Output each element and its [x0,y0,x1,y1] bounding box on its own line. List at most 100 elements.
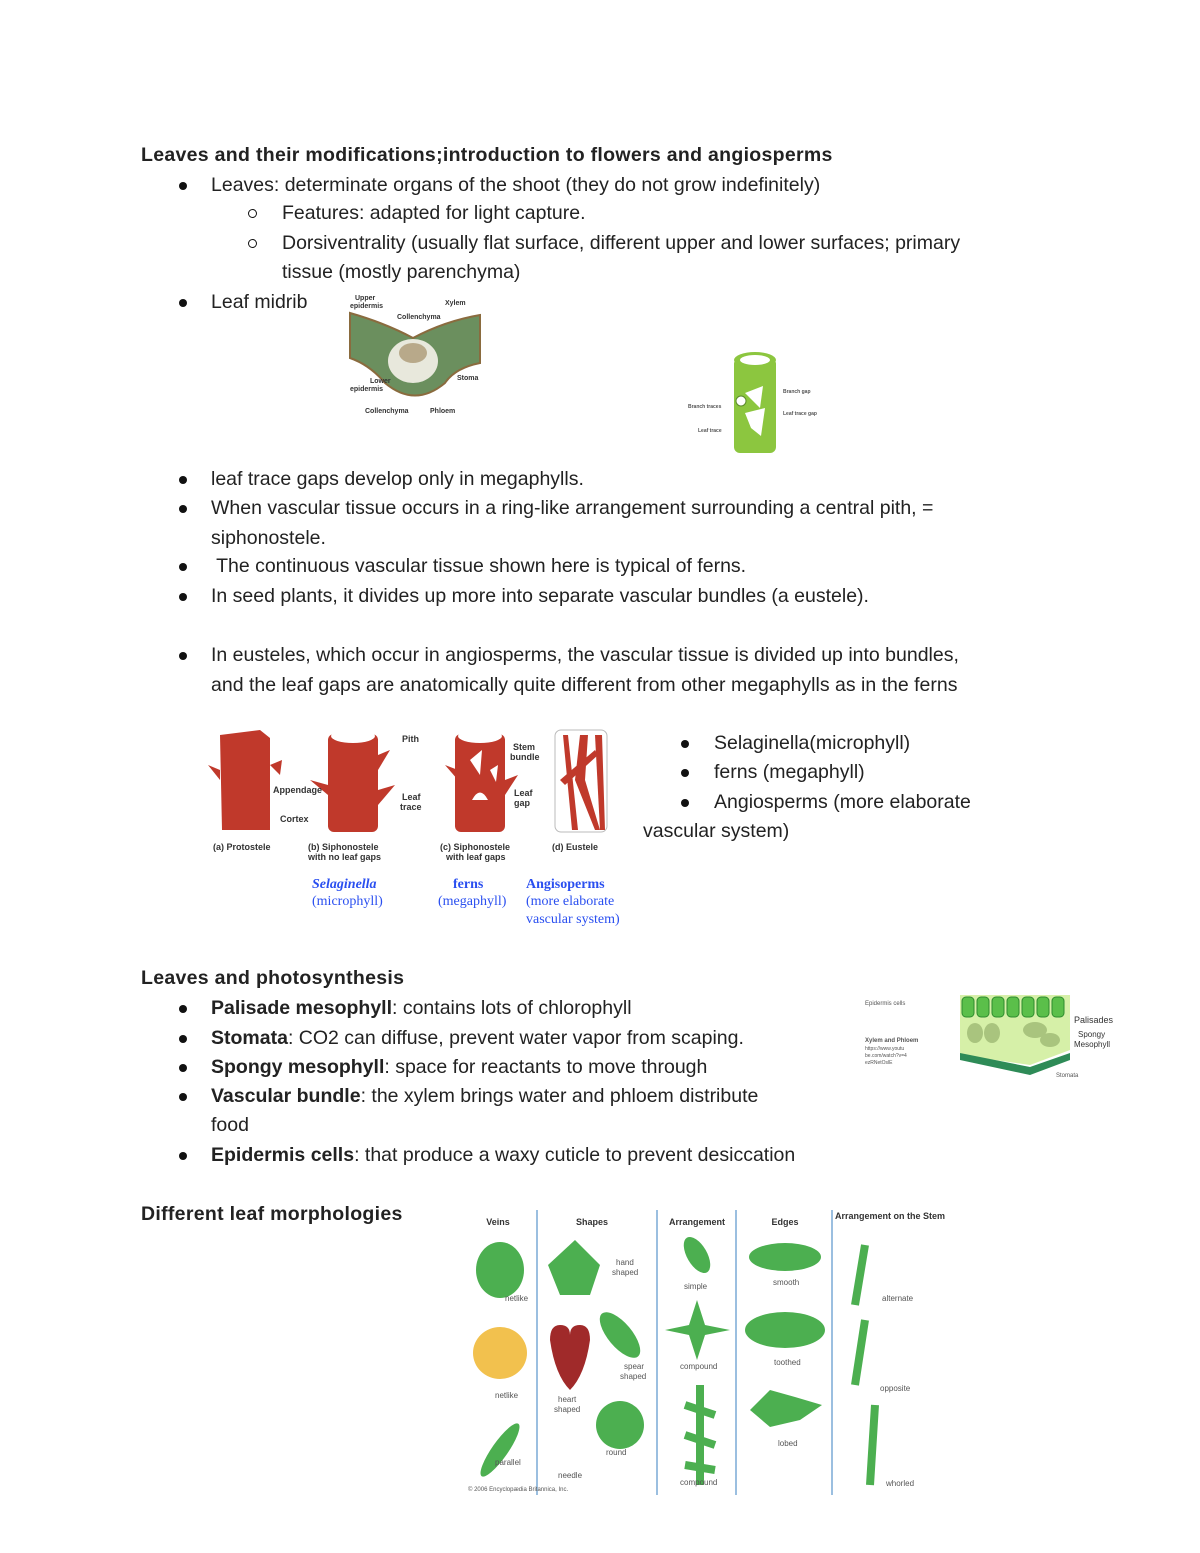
svg-text:https://www.youtu: https://www.youtu [865,1046,904,1052]
svg-text:(c) Siphonostele: (c) Siphonostele [440,842,510,852]
svg-text:smooth: smooth [773,1278,799,1287]
svg-text:spear: spear [624,1362,644,1371]
list-item: Epidermis cells: that produce a waxy cut… [211,1144,796,1166]
svg-text:lobed: lobed [778,1439,798,1448]
header-veins: Veins [486,1217,510,1227]
svg-text:(d) Eustele: (d) Eustele [552,842,598,852]
stem-leaf-gap-figure: Branch gap Branch traces Leaf trace gap … [688,352,817,453]
svg-text:vascular system): vascular system) [526,912,620,927]
header-arrangement-on-stem: Arrangement on the Stem [835,1211,945,1221]
svg-text:shaped: shaped [554,1405,580,1414]
svg-text:Stem: Stem [513,742,535,752]
circle-bullet-icon [248,209,257,218]
bullet-text: In eusteles, which occur in angiosperms,… [211,644,959,666]
header-edges: Edges [771,1217,798,1227]
stele-types-figure: Pith Stem bundle Appendage Leaf trace Le… [208,729,620,927]
svg-text:ferns: ferns [453,877,484,892]
svg-text:Stomata: Stomata [1056,1073,1079,1079]
bullet-text: When vascular tissue occurs in a ring-li… [211,497,934,519]
svg-text:Spongy: Spongy [1078,1030,1105,1039]
bullet-icon [179,182,187,190]
bullet-text: Angiosperms (more elaborate [714,791,971,813]
svg-text:(b) Siphonostele: (b) Siphonostele [308,842,379,852]
bullet-icon [179,1152,187,1160]
label-collenchyma-bottom: Collenchyma [365,408,409,415]
bullet-icon [179,476,187,484]
svg-text:gap: gap [514,798,531,808]
bullet-icon [179,505,187,513]
svg-text:(megaphyll): (megaphyll) [438,894,507,909]
header-arrangement: Arrangement [669,1217,725,1227]
svg-text:compound: compound [680,1478,717,1487]
bullet-text: The continuous vascular tissue shown her… [211,555,747,577]
leaf-cross-section-figure: Epidermis cells Xylem and Phloem https:/… [865,995,1114,1079]
bullet-text: siphonostele. [211,527,326,549]
bullet-text: vascular system) [643,820,790,842]
bullet-icon [179,563,187,571]
svg-text:heart: heart [558,1395,577,1404]
svg-text:Epidermis cells: Epidermis cells [865,1001,905,1007]
svg-text:Leaf trace: Leaf trace [698,428,722,434]
svg-text:alternate: alternate [882,1294,914,1303]
label-phloem: Phloem [430,408,455,415]
bullet-icon [179,299,187,307]
bullet-icon [681,799,689,807]
svg-text:netlike: netlike [495,1391,519,1400]
svg-text:Mesophyll: Mesophyll [1074,1040,1110,1049]
svg-text:shaped: shaped [612,1268,638,1277]
svg-text:bundle: bundle [510,752,540,762]
bullet-text: Leaf midrib [211,291,308,313]
bullet-icon [179,652,187,660]
svg-text:Palisades: Palisades [1074,1015,1114,1025]
svg-text:simple: simple [684,1282,708,1291]
svg-text:toothed: toothed [774,1358,801,1367]
bullet-icon [179,1035,187,1043]
label-upper-epidermis: Upper [355,295,376,302]
label-pith: Pith [402,734,419,744]
svg-text:trace: trace [400,802,422,812]
svg-text:Cortex: Cortex [280,814,309,824]
bullet-text: leaf trace gaps develop only in megaphyl… [211,468,584,490]
list-item: Vascular bundle: the xylem brings water … [211,1085,759,1107]
svg-text:netlike: netlike [505,1294,529,1303]
leaf-morphology-figure: Veins Shapes Arrangement Edges Arrangeme… [468,1210,945,1495]
svg-text:Xylem and Phloem: Xylem and Phloem [865,1038,918,1044]
svg-text:with leaf gaps: with leaf gaps [445,852,506,862]
svg-text:© 2006 Encyclopædia Britannica: © 2006 Encyclopædia Britannica, Inc. [468,1486,568,1493]
bullet-icon [179,1005,187,1013]
header-shapes: Shapes [576,1217,608,1227]
sub-bullet-text: tissue (mostly parenchyma) [282,261,521,283]
bullet-icon [179,593,187,601]
bullet-text: Leaves: determinate organs of the shoot … [211,174,821,196]
bullet-icon [179,1093,187,1101]
leaf-midrib-figure: Upper epidermis Xylem Collenchyma Lower … [349,295,481,415]
bullet-icon [681,769,689,777]
svg-text:Leaf: Leaf [514,788,534,798]
svg-text:opposite: opposite [880,1384,911,1393]
svg-text:needle: needle [558,1471,583,1480]
svg-text:(microphyll): (microphyll) [312,894,383,909]
svg-text:Branch gap: Branch gap [783,389,811,395]
svg-text:hand: hand [616,1258,634,1267]
svg-text:Angisoperms: Angisoperms [526,877,605,892]
svg-text:(a) Protostele: (a) Protostele [213,842,271,852]
svg-text:round: round [606,1448,626,1457]
bullet-icon [681,740,689,748]
svg-text:(more elaborate: (more elaborate [526,894,614,909]
svg-text:compound: compound [680,1362,717,1371]
list-item: Palisade mesophyll: contains lots of chl… [211,997,632,1019]
label-stoma: Stoma [457,375,479,382]
label-lower-epidermis: Lower [370,378,391,385]
svg-text:Leaf: Leaf [402,792,422,802]
section-title: Leaves and their modifications;introduct… [141,144,833,166]
list-item: Stomata: CO2 can diffuse, prevent water … [211,1027,744,1049]
svg-text:Leaf trace gap: Leaf trace gap [783,411,817,417]
section-title: Leaves and photosynthesis [141,967,405,989]
bullet-text: ferns (megaphyll) [714,761,865,783]
section-title: Different leaf morphologies [141,1203,403,1225]
bullet-text: In seed plants, it divides up more into … [211,585,869,607]
svg-text:parallel: parallel [495,1458,521,1467]
svg-text:epidermis: epidermis [350,303,383,310]
list-item-cont: food [211,1114,249,1136]
